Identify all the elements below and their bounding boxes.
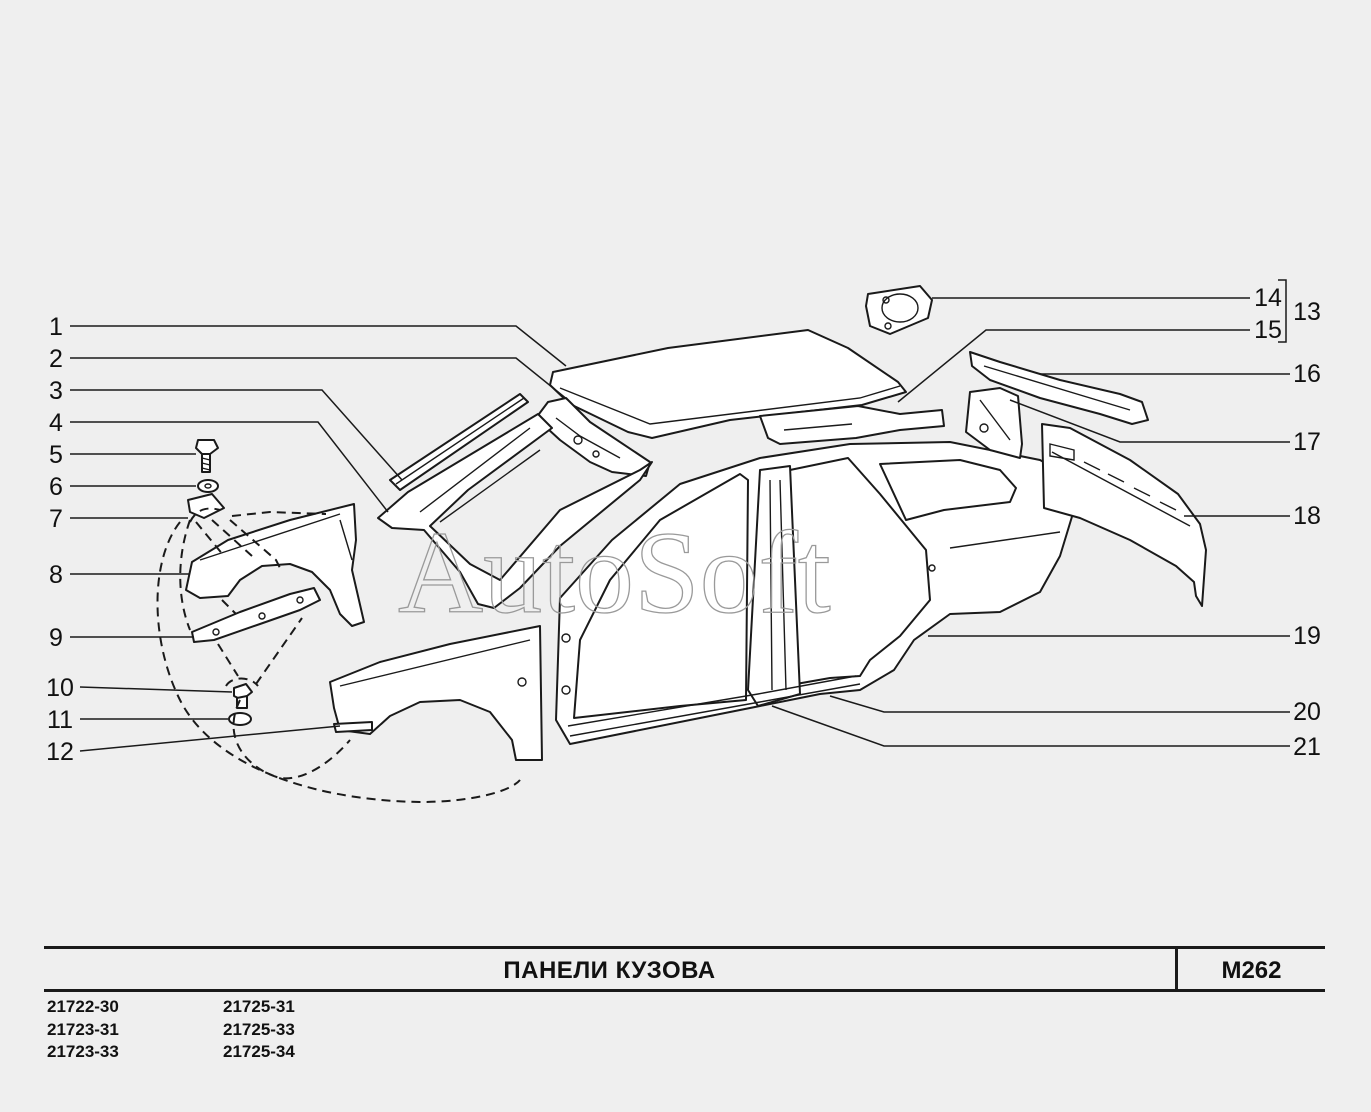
- callout-10: 10: [46, 674, 74, 702]
- assembly-dashed-lines: [156, 507, 521, 804]
- callout-9: 9: [49, 624, 63, 652]
- body-side-frame: [555, 441, 1077, 745]
- callout-21: 21: [1293, 733, 1321, 761]
- windshield-opening-frame: [377, 413, 653, 609]
- callout-5: 5: [49, 441, 63, 469]
- watermark-text: AutoSoft: [398, 507, 831, 638]
- bolt-10: [233, 683, 253, 709]
- callout-6: 6: [49, 473, 63, 501]
- body-panels-diagram: AutoSoft 1 2 3 4 5 6 7 8 9 10 11 12 13 1…: [46, 279, 1321, 804]
- callout-labels: 1 2 3 4 5 6 7 8 9 10 11 12 13 14 15 16 1…: [46, 284, 1321, 766]
- model-code: 21725-33: [223, 1019, 295, 1039]
- callout-8: 8: [49, 561, 63, 589]
- callout-3: 3: [49, 377, 63, 405]
- model-code: 21723-33: [47, 1042, 119, 1061]
- model-code: 21725-31: [223, 997, 295, 1016]
- callout-2: 2: [49, 345, 63, 373]
- washer-11: [228, 712, 252, 726]
- fuel-filler-flap: [865, 285, 933, 335]
- page-title: ПАНЕЛИ КУЗОВА: [44, 949, 1178, 989]
- washer-6: [197, 479, 219, 493]
- model-code: 21723-31: [47, 1019, 119, 1039]
- fender-bracket: [191, 587, 321, 643]
- rear-panel: [1041, 423, 1207, 607]
- callout-14: 14: [1254, 284, 1282, 312]
- page-code: M262: [1221, 957, 1282, 984]
- rear-roof-panel: [759, 405, 945, 445]
- a-pillar-strip: [389, 393, 529, 491]
- callout-16: 16: [1293, 360, 1321, 388]
- callout-18: 18: [1293, 502, 1321, 530]
- callout-15: 15: [1254, 316, 1282, 344]
- callout-11: 11: [47, 706, 73, 734]
- leader-lines: [70, 279, 1290, 752]
- rear-pillar-inner: [965, 387, 1023, 459]
- model-list-column-2: 21725-31 21725-33 21725-34: [223, 996, 295, 1064]
- callout-13: 13: [1293, 298, 1321, 326]
- model-code: 21725-34: [223, 1042, 295, 1061]
- callout-7: 7: [49, 505, 63, 533]
- callout-4: 4: [49, 409, 63, 437]
- callout-12: 12: [46, 738, 74, 766]
- model-list-column-1: 21722-30 21723-31 21723-33: [47, 996, 119, 1064]
- callout-20: 20: [1293, 698, 1321, 726]
- callout-1: 1: [49, 313, 63, 341]
- fender-small: [185, 503, 365, 627]
- bolt-5: [195, 439, 219, 473]
- front-fender: [329, 625, 543, 761]
- model-code: 21722-30: [47, 997, 119, 1016]
- callout-17: 17: [1293, 428, 1321, 456]
- callout-19: 19: [1293, 622, 1321, 650]
- title-block: ПАНЕЛИ КУЗОВА M262: [44, 946, 1325, 992]
- clip-nut-7: [187, 493, 225, 519]
- rear-upper-panel: [969, 351, 1149, 425]
